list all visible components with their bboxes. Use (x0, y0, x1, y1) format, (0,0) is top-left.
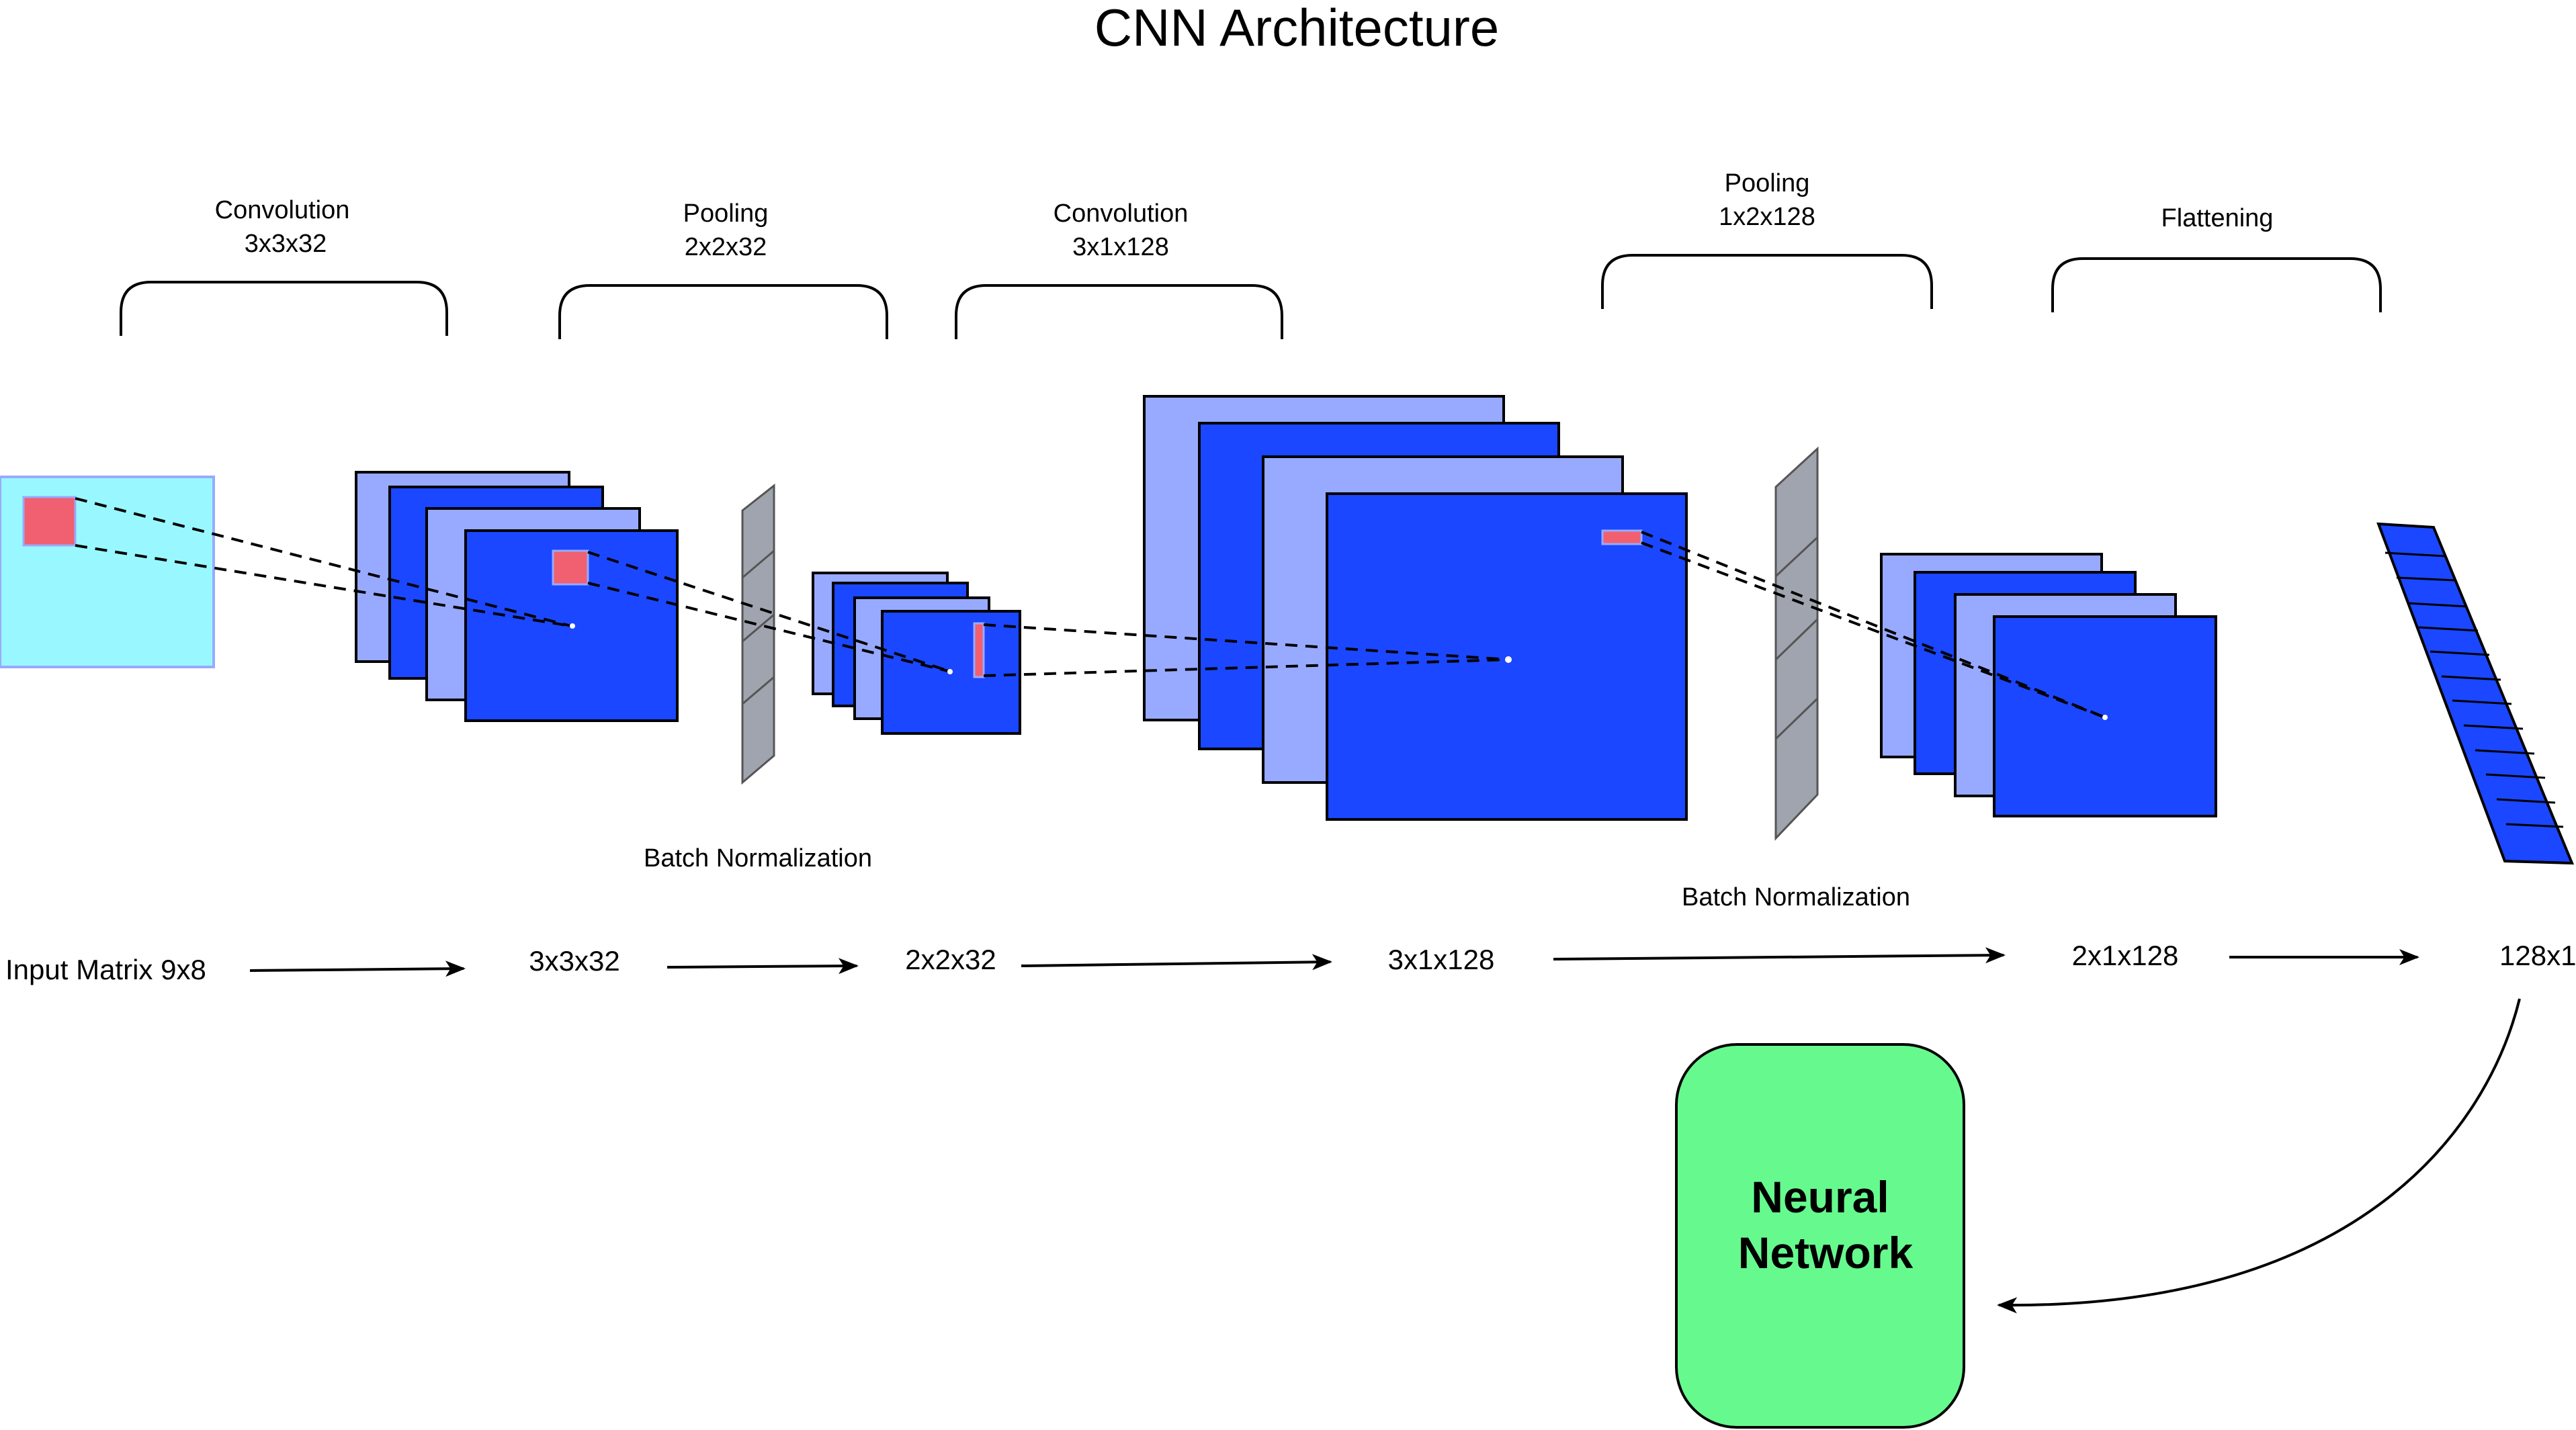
flow-arrows (249, 947, 2521, 1314)
stage-name: Convolution (1054, 199, 1189, 228)
stage-dims: 1x2x128 (1719, 203, 1815, 231)
batch-norm-2 (1774, 446, 1819, 841)
flow-arrow (1021, 954, 1332, 971)
stage-header-conv2: Convolution 3x1x128 (955, 199, 1283, 339)
pool2-feature-maps (1880, 553, 2217, 817)
flow-arrow (667, 958, 859, 975)
neural-network-label-line1: Neural (1751, 1172, 1889, 1222)
stage-name: Pooling (683, 199, 769, 228)
flatten-strip (2376, 522, 2575, 865)
diagram-title: CNN Architecture (1094, 0, 1500, 57)
batch-norm-plane (1774, 446, 1819, 841)
receptive-point (570, 623, 575, 629)
flattened-vector (2376, 522, 2575, 865)
pool1-feature-maps (812, 572, 1021, 735)
stage-dims: 3x1x128 (1072, 233, 1169, 261)
stage-header-flatten: Flattening (2051, 204, 2382, 312)
stage-name: Flattening (2161, 204, 2274, 232)
stage-dims: 2x2x32 (685, 233, 767, 261)
stage-name: Convolution (215, 196, 350, 224)
flow-arrow (1553, 947, 2006, 964)
flow-arrow-to-network (1997, 998, 2521, 1314)
neural-network-shape (1675, 1043, 1965, 1429)
stage-bracket (1601, 254, 1933, 309)
feature-map (1326, 492, 1688, 821)
stage-header-conv1: Convolution 3x3x32 (120, 196, 448, 336)
batch-norm-label-2: Batch Normalization (1682, 883, 1910, 911)
stage-dims: 3x3x32 (245, 230, 327, 258)
conv2-kernel-window (1601, 529, 1643, 545)
stage-bracket (955, 284, 1283, 339)
flow-label-pool2: 2x1x128 (2072, 940, 2179, 971)
batch-norm-1 (741, 483, 775, 785)
flow-label-pool1: 2x2x32 (905, 944, 996, 975)
stage-header-pool1: Pooling 2x2x32 (558, 199, 888, 339)
input-kernel-window (22, 496, 77, 547)
flow-label-conv2: 3x1x128 (1388, 944, 1495, 975)
neural-network-box: Neural Network (1675, 1043, 1965, 1429)
conv1-feature-maps (355, 471, 679, 722)
conv1-kernel-window (552, 549, 589, 586)
conv2-feature-maps (1143, 395, 1688, 821)
receptive-point (2102, 715, 2108, 720)
neural-network-label-line2: Network (1738, 1228, 1914, 1278)
flow-label-input: Input Matrix 9x8 (5, 954, 206, 985)
flow-arrow (249, 960, 466, 977)
flow-label-flatten: 128x1 (2499, 940, 2576, 971)
stage-bracket (2051, 257, 2382, 312)
receptive-point (947, 669, 953, 674)
batch-norm-label-1: Batch Normalization (644, 844, 872, 873)
flow-label-conv1: 3x3x32 (529, 945, 619, 977)
stage-header-pool2: Pooling 1x2x128 (1601, 169, 1933, 309)
stage-bracket (120, 281, 448, 336)
stage-bracket (558, 284, 888, 339)
receptive-field-lines (75, 497, 2106, 719)
batch-norm-plane (741, 483, 775, 785)
stage-name: Pooling (1725, 169, 1810, 197)
receptive-point (1505, 656, 1512, 663)
pool1-kernel-window (973, 622, 985, 678)
